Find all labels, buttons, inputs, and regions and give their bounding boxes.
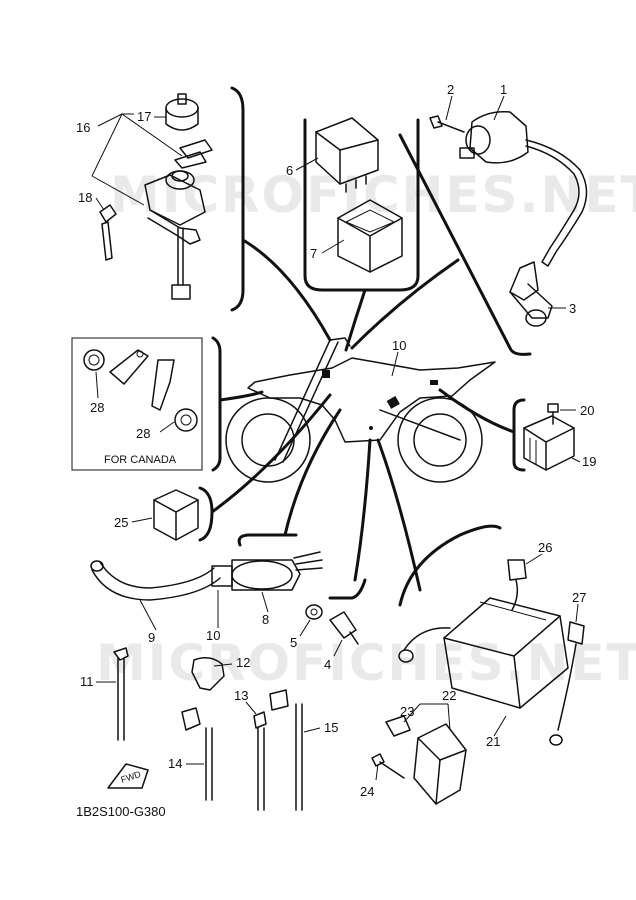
callout-20: 20 — [580, 403, 594, 418]
callout-28b: 28 — [136, 426, 150, 441]
callout-14: 14 — [168, 756, 182, 771]
callout-22: 22 — [442, 688, 456, 703]
callout-1: 1 — [500, 82, 507, 97]
starter-relay-assembly — [371, 715, 467, 805]
callout-21: 21 — [486, 734, 500, 749]
callout-9: 9 — [148, 630, 155, 645]
callout-11: 11 — [80, 674, 94, 689]
wire-harness — [90, 551, 323, 601]
callout-10a: 10 — [392, 338, 406, 353]
callout-6: 6 — [286, 163, 293, 178]
relay-assembly — [315, 117, 403, 273]
watermark-bottom: MICROFICHES.NET — [96, 634, 636, 692]
fwd-marker: FWD — [107, 763, 149, 789]
motorcycle-silhouette — [225, 337, 496, 483]
callout-28a: 28 — [90, 400, 104, 415]
neutral-switch-assembly — [305, 604, 359, 645]
callout-4: 4 — [324, 657, 331, 672]
callout-5: 5 — [290, 635, 297, 650]
callout-25: 25 — [114, 515, 128, 530]
canada-inset-box — [71, 337, 203, 471]
callout-26: 26 — [538, 540, 552, 555]
rectifier-assembly — [523, 403, 575, 471]
group-frames — [198, 86, 532, 607]
callout-18: 18 — [78, 190, 92, 205]
ties-and-clamps — [113, 647, 303, 811]
callout-17: 17 — [137, 109, 151, 124]
callout-16: 16 — [76, 120, 90, 135]
leaders-16-17-18 — [91, 113, 183, 211]
canada-parts — [83, 349, 198, 432]
battery-assembly — [398, 559, 585, 746]
main-switch-assembly — [99, 93, 213, 300]
callout-12: 12 — [236, 655, 250, 670]
relay-25 — [153, 489, 199, 541]
callout-19: 19 — [582, 454, 596, 469]
callout-10b: 10 — [206, 628, 220, 643]
callout-2: 2 — [447, 82, 454, 97]
callout-24: 24 — [360, 784, 374, 799]
callout-13: 13 — [234, 688, 248, 703]
callout-23: 23 — [400, 704, 414, 719]
callout-27: 27 — [572, 590, 586, 605]
diagram-code: 1B2S100-G380 — [76, 804, 166, 819]
watermark-top: MICROFICHES.NET — [110, 166, 636, 224]
callout-15: 15 — [324, 720, 338, 735]
callout-8: 8 — [262, 612, 269, 627]
callout-7: 7 — [310, 246, 317, 261]
region-note: FOR CANADA — [104, 454, 177, 466]
callout-3: 3 — [569, 301, 576, 316]
ignition-coil-assembly — [429, 110, 588, 327]
